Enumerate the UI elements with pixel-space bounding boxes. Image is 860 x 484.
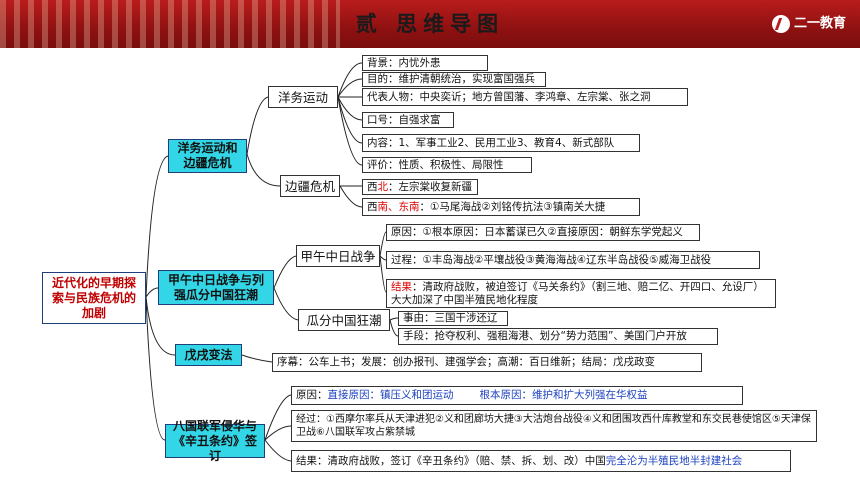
jiawu-cause: 原因：①根本原因：日本蓄谋已久②直接原因：朝鲜东学党起义: [386, 224, 700, 241]
bianjiang-northwest: 西北：左宗棠收复新疆: [362, 179, 478, 195]
branch-baguo: 八国联军侵华与《辛丑条约》签订: [165, 419, 265, 463]
yangwu-goal: 目的：维护清朝统治，实现富国强兵: [362, 72, 546, 87]
guafen-event: 事由：三国干涉还辽: [398, 311, 508, 326]
yangwu-people: 代表人物：中央奕䜣；地方曾国藩、李鸿章、左宗棠、张之洞: [362, 88, 688, 106]
edge-root-b4: [145, 296, 166, 441]
baguo-process: 经过：①西摩尔率兵从天津进犯②义和团廊坊大捷③大沽炮台战役④义和团围攻西什库教堂…: [291, 410, 817, 442]
edge-yw-2: [337, 78, 363, 98]
edge-bg-2: [264, 425, 292, 441]
brand-logo: 二一教育: [771, 12, 846, 36]
jiawu-result: 结果：清政府战败，被迫签订《马关条约》（割三地、赔二亿、开四口、允设厂）大大加深…: [386, 279, 776, 308]
edge-b1-bianjiang: [246, 153, 281, 187]
guafen-means: 手段：抢夺权利、强租海港、划分“势力范围”、美国门户开放: [398, 328, 718, 345]
logo-text: 二一教育: [793, 16, 846, 31]
logo-icon: [771, 14, 790, 33]
node-yangwu: 洋务运动: [268, 86, 338, 108]
edge-gf-2: [389, 319, 399, 337]
edge-root-b3: [145, 296, 176, 356]
baguo-result: 结果：清政府战败，签订《辛丑条约》（赔、禁、拆、划、改）中国完全沦为半殖民地半封…: [291, 450, 791, 472]
edge-bj-2: [339, 185, 363, 208]
edge-root-b1: [145, 155, 169, 298]
edge-b2-jiawu: [273, 255, 297, 289]
root-node: 近代化的早期探索与民族危机的加剧: [42, 272, 146, 324]
edge-wuxu: [241, 354, 273, 363]
edge-root-b2: [145, 287, 159, 298]
edge-gf-1: [389, 317, 399, 321]
edge-jw-1: [379, 231, 387, 257]
bianjiang-southeast: 西南、东南：①马尾海战②刘铭传抗法③镇南关大捷: [362, 198, 640, 216]
header-banner: 贰 思维导图 二一教育: [0, 0, 860, 48]
baguo-cause: 原因：直接原因：镇压义和团运动根本原因：维护和扩大列强在华权益: [291, 386, 743, 405]
node-bianjiang: 边疆危机: [280, 175, 340, 197]
edge-jw-3: [379, 255, 387, 293]
great-wall-decoration: [0, 0, 340, 48]
edge-yw-1: [337, 62, 363, 98]
edge-yw-6: [337, 96, 363, 166]
branch-wuxu: 戊戌变法: [175, 344, 242, 366]
edge-b1-yangwu: [246, 96, 269, 155]
edge-bg-3: [264, 439, 292, 462]
yangwu-slogan: 口号：自强求富: [362, 112, 454, 128]
branch-yangwu-bianjiang: 洋务运动和边疆危机: [168, 139, 247, 173]
wuxu-stages: 序幕：公车上书；发展：创办报刊、建强学会；高潮：百日维新；结局：戊戌政变: [272, 353, 702, 372]
edge-yw-4: [337, 96, 363, 121]
yangwu-evaluation: 评价：性质、积极性、局限性: [362, 157, 532, 173]
edge-b2-guafen: [273, 287, 299, 321]
edge-jw-2: [379, 255, 387, 261]
yangwu-background: 背景：内忧外患: [362, 55, 488, 71]
yangwu-content: 内容：1、军事工业2、民用工业3、教育4、新式部队: [362, 134, 640, 152]
node-guafen: 瓜分中国狂潮: [298, 309, 390, 331]
jiawu-process: 过程：①丰岛海战②平壤战役③黄海海战④辽东半岛战役⑤威海卫战役: [386, 251, 760, 269]
edge-bg-1: [264, 394, 292, 441]
node-jiawu: 甲午中日战争: [296, 245, 380, 267]
page-title: 贰 思维导图: [355, 12, 505, 36]
edge-yw-5: [337, 96, 363, 144]
branch-jiawu-guafen: 甲午中日战争与列强瓜分中国狂潮: [158, 270, 274, 305]
